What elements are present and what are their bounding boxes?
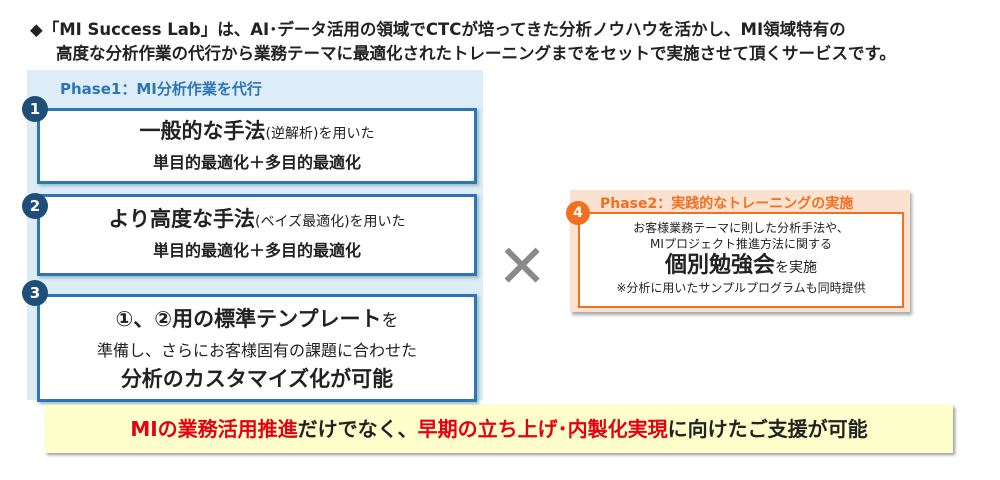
- item-1-line2: 単目的最適化＋多目的最適化: [152, 153, 361, 172]
- banner-red-1: MIの業務活用推進: [130, 417, 298, 441]
- item-2-line2: 単目的最適化＋多目的最適化: [152, 241, 361, 260]
- item-3-line2: 準備し、さらにお客様固有の課題に合わせた: [96, 341, 417, 360]
- intro-text: ◆「MI Success Lab」は、AI･データ活用の領域でCTCが培ってきた…: [30, 18, 896, 66]
- summary-banner: MIの業務活用推進だけでなく、早期の立ち上げ･内製化実現に向けたご支援が可能: [45, 405, 953, 453]
- item-1-heading: 一般的な手法: [139, 119, 266, 143]
- number-badge-1: 1: [22, 96, 48, 122]
- item-3-sub: を: [381, 311, 399, 331]
- intro-line-1: ◆「MI Success Lab」は、AI･データ活用の領域でCTCが培ってきた…: [30, 20, 846, 39]
- phase2-sub: を実施: [775, 260, 817, 276]
- phase2-line1: お客様業務テーマに則した分析手法や、: [633, 221, 849, 235]
- item-2-heading: より高度な手法: [108, 207, 256, 231]
- intro-line-2: 高度な分析作業の代行から業務テーマに最適化されたトレーニングまでをセットで実施さ…: [56, 44, 896, 63]
- banner-red-2: 早期の立ち上げ･内製化実現: [417, 417, 668, 441]
- banner-black-1: だけでなく、: [297, 417, 418, 441]
- phase2-title: Phase2：実践的なトレーニングの実施: [600, 196, 854, 212]
- item-3-heading: ①、②用の標準テンプレート: [115, 307, 382, 331]
- phase2-heading: 個別勉強会: [664, 253, 775, 278]
- phase2-box: お客様業務テーマに則した分析手法や、 MIプロジェクト推進方法に関する 個別勉強…: [578, 212, 904, 308]
- multiply-icon: ✕: [497, 232, 548, 302]
- phase2-line2: MIプロジェクト推進方法に関する: [650, 237, 832, 251]
- item-1-sub: (逆解析)を用いた: [265, 126, 375, 142]
- banner-black-2: に向けたご支援が可能: [667, 417, 868, 441]
- phase2-note: ※分析に用いたサンプルプログラムも同時提供: [616, 281, 866, 295]
- item-3-line3: 分析のカスタマイズ化が可能: [120, 367, 394, 391]
- item-2-sub: (ベイズ最適化)を用いた: [255, 214, 406, 230]
- phase1-item-1: 一般的な手法(逆解析)を用いた 単目的最適化＋多目的最適化: [37, 108, 477, 184]
- phase1-item-2: より高度な手法(ベイズ最適化)を用いた 単目的最適化＋多目的最適化: [37, 194, 477, 276]
- number-badge-3: 3: [22, 280, 48, 306]
- phase1-title: Phase1：MI分析作業を代行: [60, 80, 262, 98]
- number-badge-2: 2: [22, 193, 48, 219]
- phase1-item-3: ①、②用の標準テンプレートを 準備し、さらにお客様固有の課題に合わせた 分析のカ…: [37, 294, 477, 402]
- number-badge-4: 4: [566, 201, 590, 225]
